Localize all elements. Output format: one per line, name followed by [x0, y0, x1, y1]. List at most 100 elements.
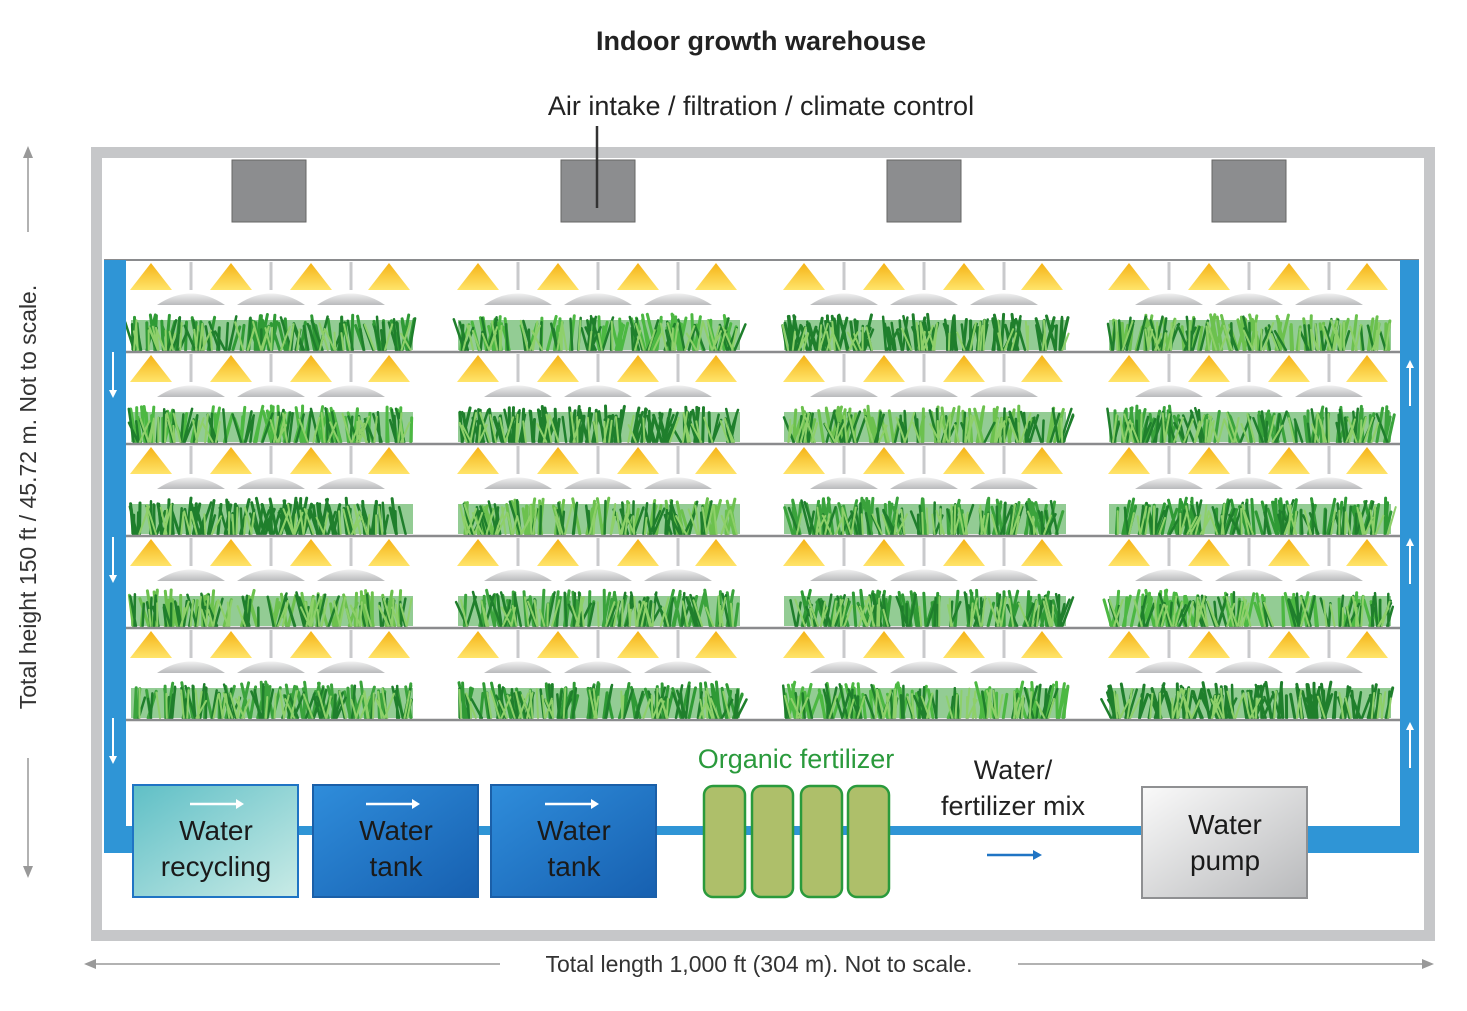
water-tank-box-2: Water tank [490, 784, 657, 898]
grow-lamp [1188, 355, 1230, 382]
grow-lamp [1188, 539, 1230, 566]
plant-blades-light [460, 595, 734, 627]
grow-bay [128, 446, 413, 536]
grow-lamp [695, 263, 737, 290]
grow-lamp [1188, 447, 1230, 474]
grow-bay [454, 538, 740, 628]
lamp-shade [810, 385, 878, 397]
grow-lamp [1021, 263, 1063, 290]
lamp-shade [1215, 293, 1283, 305]
grow-lamp [1346, 539, 1388, 566]
lamp-shade [237, 293, 305, 305]
lamp-shade [317, 661, 385, 673]
grow-bay [1106, 262, 1392, 352]
grow-lamp [1268, 631, 1310, 658]
plant-blades-light [787, 411, 1064, 443]
grow-bay [783, 446, 1066, 536]
lamp-shade [810, 293, 878, 305]
lamp-shade [237, 385, 305, 397]
lamp-shade [970, 569, 1038, 581]
grow-lamp [1021, 631, 1063, 658]
down-arrow-head [109, 575, 117, 583]
grow-bay [1106, 354, 1396, 444]
grow-lamp [695, 355, 737, 382]
grow-bay [781, 630, 1070, 720]
grow-lamp [617, 263, 659, 290]
height-label: Total height 150 ft / 45.72 m. Not to sc… [15, 285, 41, 709]
grow-lamp [457, 263, 499, 290]
plant-blades-light [1108, 595, 1391, 627]
lamp-shade [237, 569, 305, 581]
lamp-shade [810, 661, 878, 673]
lamp-shade [157, 661, 225, 673]
fertilizer-label: Organic fertilizer [698, 744, 895, 774]
tank1-label-line2: tank [370, 851, 424, 882]
water-pump-box: Water pump [1141, 786, 1308, 899]
grow-lamp [1188, 263, 1230, 290]
vent-unit [886, 159, 962, 223]
lamp-shade [484, 293, 552, 305]
grow-lamp [537, 355, 579, 382]
grow-lamp [783, 539, 825, 566]
grow-lamp [368, 447, 410, 474]
warehouse-frame [91, 147, 1435, 941]
lamp-shade [1135, 661, 1203, 673]
recycling-label-line1: Water [179, 815, 253, 846]
grow-lamp [695, 447, 737, 474]
height-dimension: Total height 150 ft / 45.72 m. Not to sc… [15, 146, 41, 878]
lamp-shade [564, 477, 632, 489]
grow-lamp [943, 631, 985, 658]
grow-lamp [617, 539, 659, 566]
up-arrow-head [1406, 360, 1414, 368]
diagram-title: Indoor growth warehouse [596, 26, 926, 56]
up-arrow-head [1406, 722, 1414, 730]
plant-blades-light [781, 319, 1070, 351]
grow-lamp [617, 447, 659, 474]
plant-blades-light [459, 503, 738, 535]
lamp-shade [1135, 293, 1203, 305]
grow-lamp [943, 447, 985, 474]
lamp-shade [1215, 385, 1283, 397]
tank1-label-line1: Water [359, 815, 433, 846]
grow-bay [1100, 630, 1395, 720]
grow-lamp [943, 539, 985, 566]
grow-lamp [617, 355, 659, 382]
growing-shelves [104, 259, 1419, 722]
grow-lamp [368, 631, 410, 658]
fertilizer-canister [702, 784, 747, 899]
lamp-shade [484, 569, 552, 581]
lamp-shade [644, 293, 712, 305]
grow-bay [1102, 538, 1395, 628]
lamp-shade [564, 661, 632, 673]
fertilizer-canister [846, 784, 891, 899]
lamp-shade [564, 293, 632, 305]
lamp-shade [1295, 385, 1363, 397]
lamp-shade [317, 477, 385, 489]
lamp-shade [1295, 661, 1363, 673]
grow-bay [127, 538, 413, 628]
grow-bay [123, 262, 417, 352]
down-arrow-head [109, 390, 117, 398]
grow-bay [130, 630, 413, 720]
grow-bay [457, 354, 740, 444]
plant-blades-light [783, 687, 1055, 719]
grow-lamp [1346, 631, 1388, 658]
grow-lamp [943, 355, 985, 382]
lamp-shade [237, 477, 305, 489]
grow-lamp [457, 631, 499, 658]
lamp-shade [1295, 293, 1363, 305]
grow-lamp [1268, 263, 1310, 290]
grow-lamp [1021, 355, 1063, 382]
grow-lamp [1268, 539, 1310, 566]
lamp-shade [890, 293, 958, 305]
grow-lamp [1346, 263, 1388, 290]
lamp-shade [644, 569, 712, 581]
lamp-shade [157, 569, 225, 581]
grow-lamp [863, 539, 905, 566]
grow-lamp [943, 263, 985, 290]
lamp-shade [237, 661, 305, 673]
grow-lamp [290, 631, 332, 658]
grow-lamp [1268, 355, 1310, 382]
grow-bay [452, 262, 747, 352]
grow-lamp [210, 539, 252, 566]
